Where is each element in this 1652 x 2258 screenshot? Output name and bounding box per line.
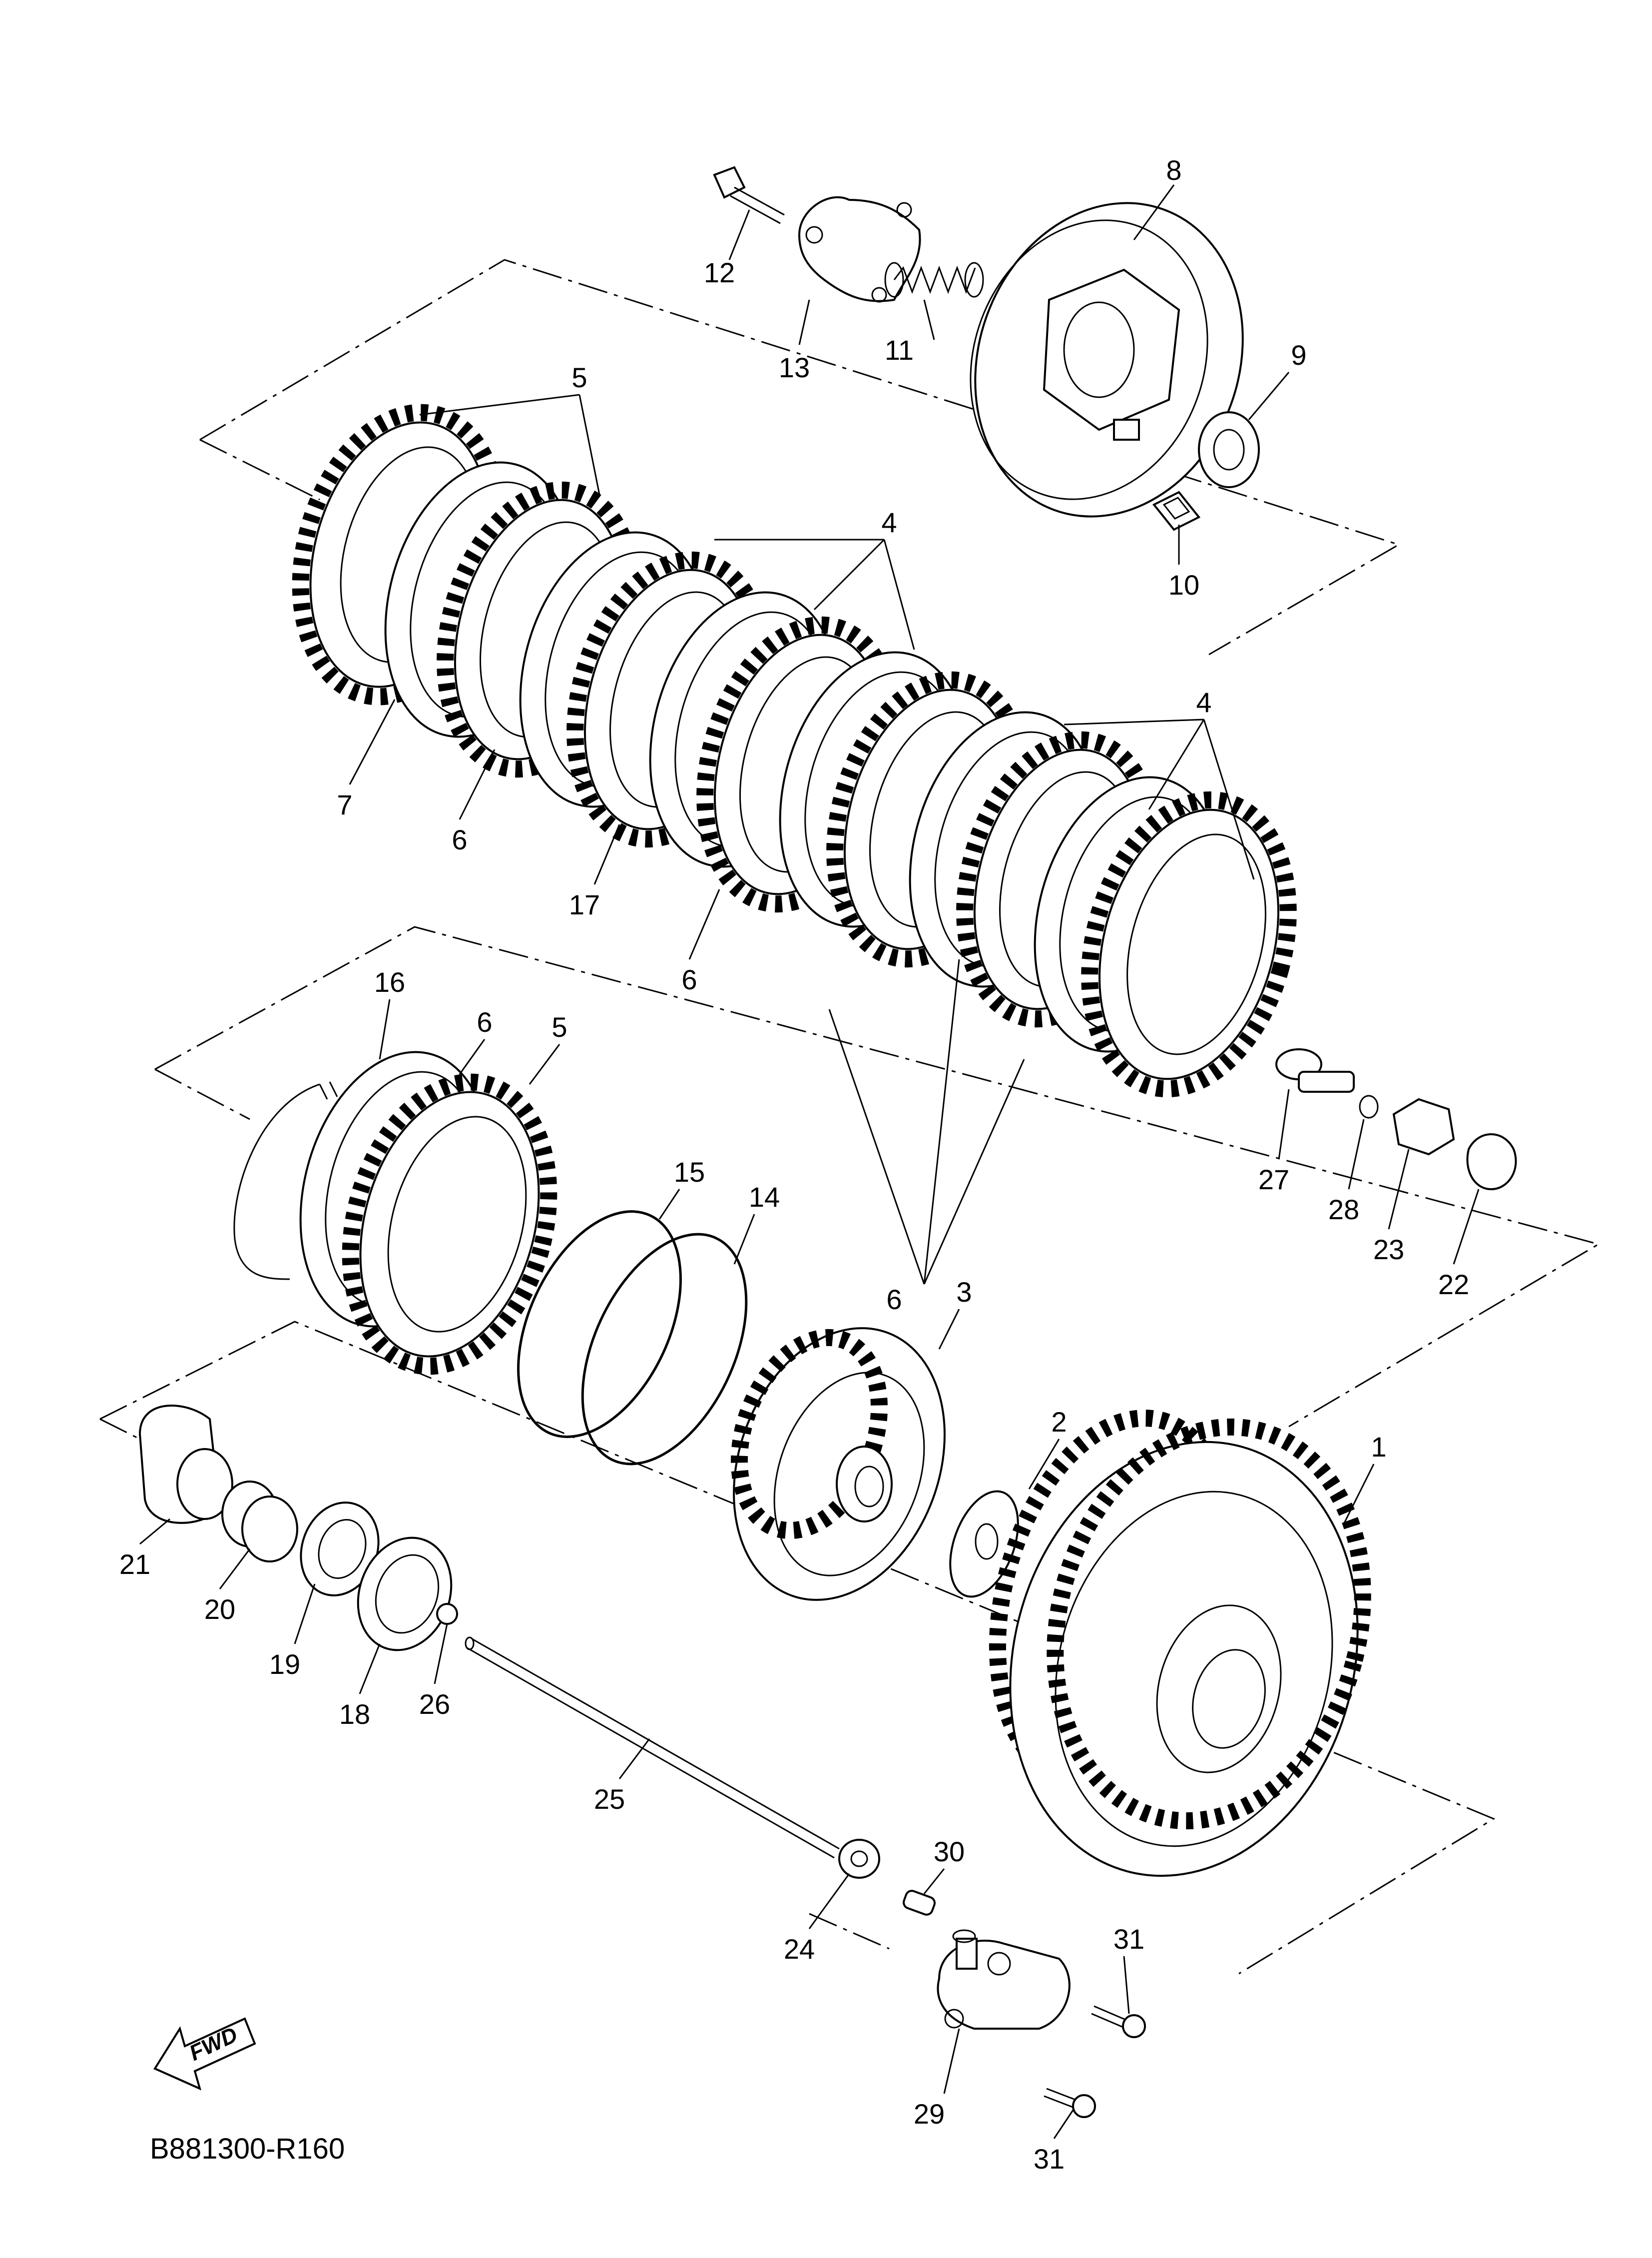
cylinder-29-shape (937, 1929, 1071, 2030)
part-number-24: 24 (784, 1933, 815, 1965)
part-number-22: 22 (1438, 1269, 1469, 1300)
part-number-labels: 8 12 13 11 9 10 5 4 4 7 6 17 6 6 16 6 5 … (119, 154, 1469, 2175)
nut-washer-group (1275, 1048, 1517, 1191)
washer-22-shape (1466, 1133, 1517, 1191)
leader-lines (139, 184, 1480, 2139)
washer-18-shape (357, 1536, 453, 1651)
clutch-boss-3-shape (730, 1327, 946, 1601)
nut-23-shape (1392, 1098, 1455, 1156)
part-number-15: 15 (674, 1156, 705, 1188)
part-number-8: 8 (1166, 154, 1181, 186)
bolt-12-shape (713, 166, 785, 224)
group-outlines (99, 259, 1601, 1975)
part-number-5a: 5 (571, 362, 587, 393)
release-cylinder-group (903, 1890, 1146, 2118)
part-number-27: 27 (1258, 1164, 1289, 1195)
fwd-arrow-icon: FWD (153, 2017, 256, 2091)
part-number-6d: 6 (477, 1006, 492, 1038)
friction-plate-5b-shape (342, 1073, 557, 1375)
part-number-11: 11 (885, 334, 914, 366)
pin-30-shape (903, 1890, 936, 1916)
plate-13-shape (798, 196, 921, 302)
part-number-28: 28 (1328, 1194, 1359, 1225)
part-number-21: 21 (119, 1548, 150, 1580)
housing-1-shape (989, 1410, 1371, 1877)
part-number-16: 16 (374, 966, 405, 998)
bearing-9-shape (1198, 411, 1260, 488)
rod-10-shape (1152, 491, 1201, 531)
collar-20-shape (221, 1481, 298, 1562)
part-number-3: 3 (956, 1276, 972, 1308)
push-rod-25-shape (465, 1636, 840, 1859)
spring-14-shape (581, 1233, 748, 1466)
ring-15-shape (517, 1210, 682, 1438)
bearing-21-shape (138, 1405, 233, 1524)
part-number-31b: 31 (1034, 2143, 1065, 2175)
part-number-13: 13 (779, 352, 810, 383)
part-number-30: 30 (934, 1836, 965, 1867)
clutch-plate-stack (292, 404, 1297, 1098)
part-number-12: 12 (704, 257, 735, 288)
spring-11-shape (884, 262, 984, 298)
part-number-1: 1 (1371, 1431, 1386, 1463)
pressure-plate-assembly (713, 166, 1260, 531)
part-number-5b: 5 (551, 1011, 567, 1043)
boss-housing-group (730, 1327, 1371, 1877)
part-number-29: 29 (914, 2098, 945, 2130)
bolt-31a-shape (1091, 2005, 1146, 2038)
catalog-code: B881300-R160 (150, 2133, 345, 2165)
part-number-18: 18 (339, 1698, 370, 1730)
bolt-27-shape (1275, 1048, 1355, 1093)
part-number-6a: 6 (452, 824, 467, 855)
middle-group (233, 1051, 748, 1466)
part-number-7: 7 (337, 789, 352, 820)
pressure-plate-8-shape (970, 202, 1244, 518)
part-number-10: 10 (1168, 569, 1199, 601)
oring-28-shape (1359, 1095, 1379, 1119)
part-number-20: 20 (204, 1593, 235, 1625)
part-number-6b: 6 (681, 964, 697, 995)
part-number-14: 14 (749, 1181, 780, 1213)
part-number-4b: 4 (1196, 687, 1211, 718)
friction-plate-4e-shape (1081, 791, 1297, 1098)
part-number-19: 19 (269, 1648, 300, 1680)
part-number-25: 25 (594, 1783, 625, 1815)
bolt-31b-shape (1044, 2088, 1096, 2118)
wire-16-shape (233, 1083, 320, 1280)
part-number-17: 17 (569, 889, 600, 920)
part-number-31a: 31 (1113, 1923, 1144, 1955)
part-number-2: 2 (1051, 1406, 1067, 1438)
piston-24-shape (838, 1839, 880, 1879)
seal-19-shape (300, 1502, 380, 1596)
part-number-4a: 4 (881, 507, 897, 538)
part-number-6c: 6 (886, 1284, 902, 1315)
bottom-left-group (138, 1405, 880, 1879)
part-number-9: 9 (1291, 339, 1306, 371)
part-number-23: 23 (1373, 1234, 1404, 1265)
ball-26-shape (436, 1603, 458, 1625)
part-number-26: 26 (419, 1688, 450, 1720)
